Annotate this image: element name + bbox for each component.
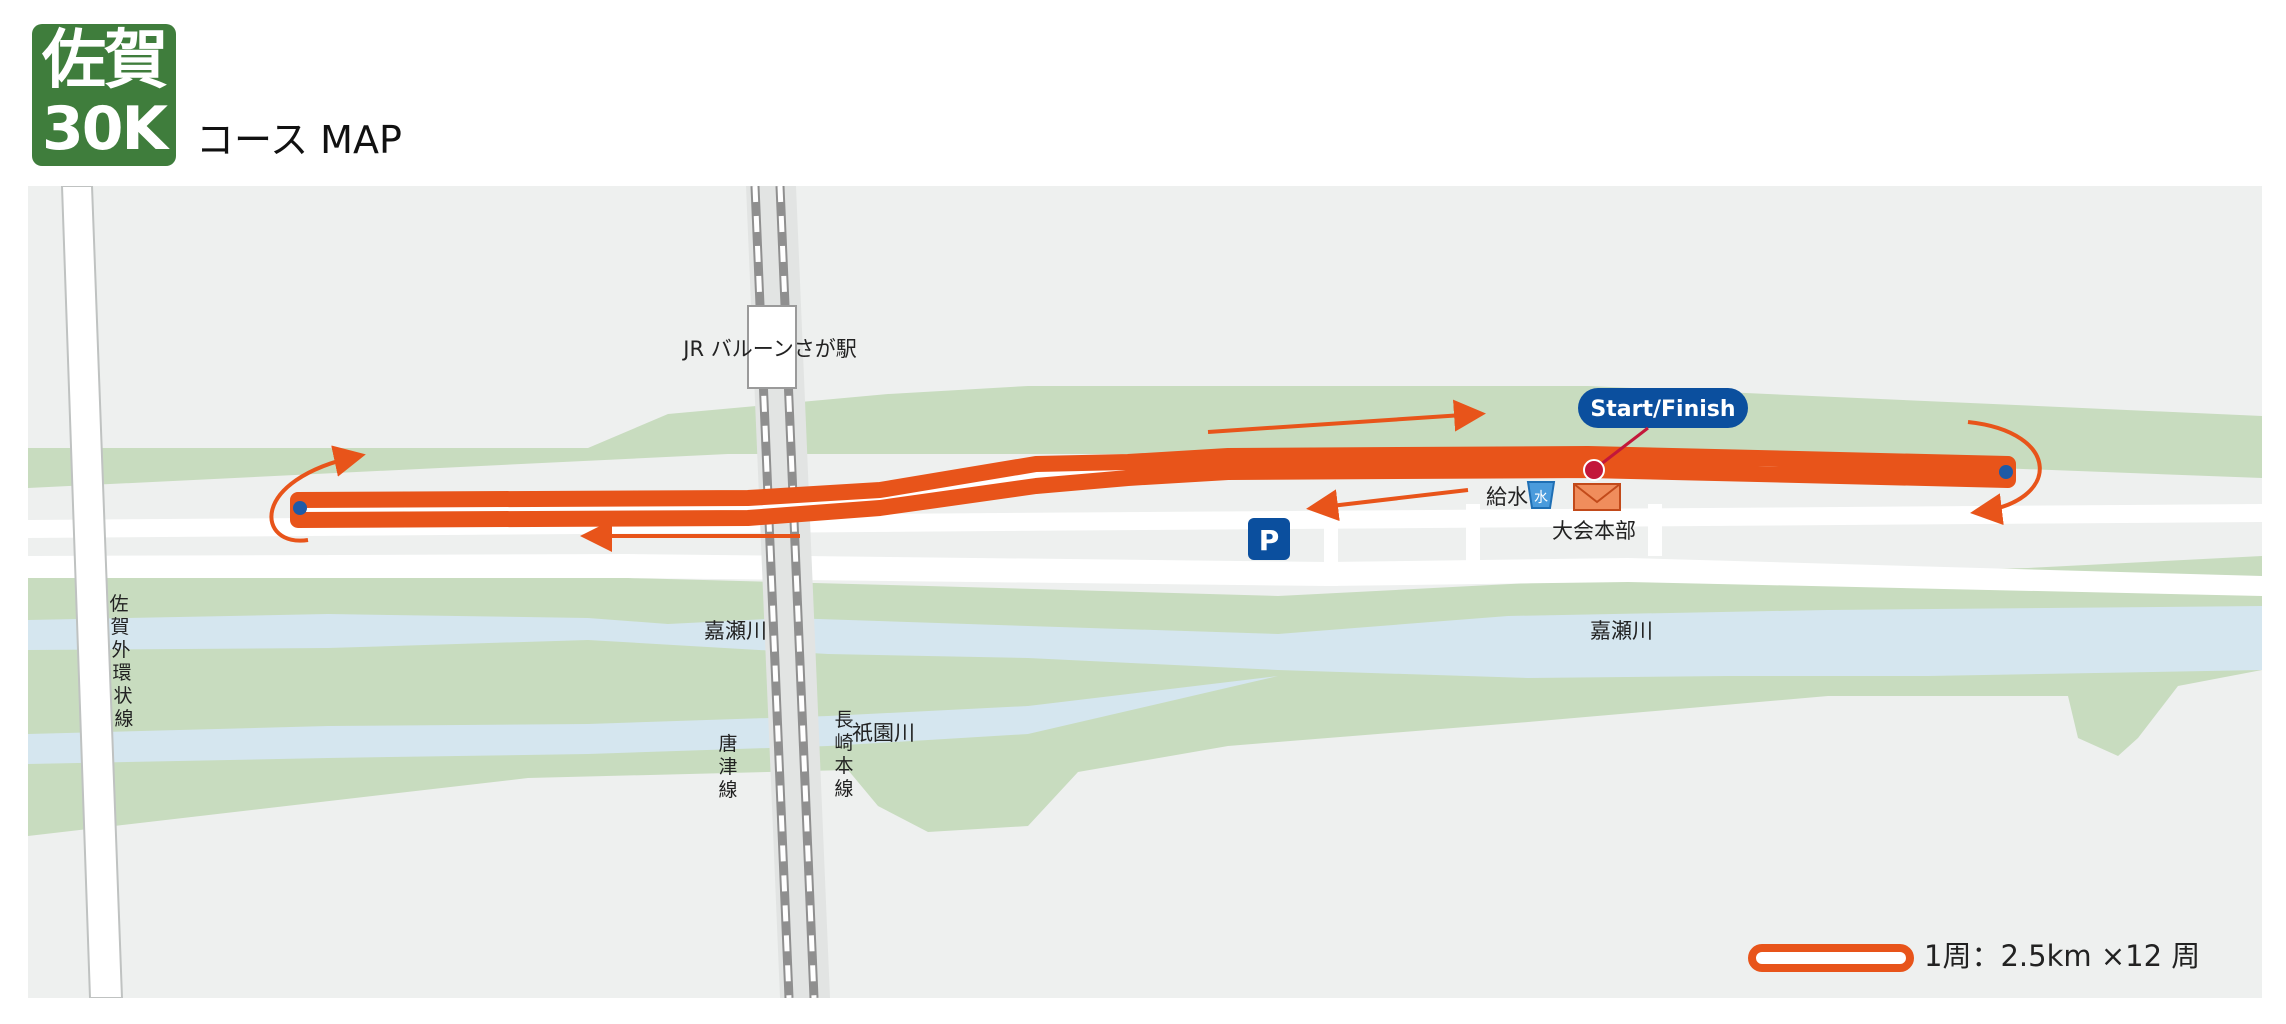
svg-text:長: 長 — [834, 709, 853, 731]
race-logo: 佐賀 30K — [32, 24, 176, 166]
water-station-icon: 水 — [1526, 481, 1556, 509]
start-finish: Start/Finish — [1578, 388, 1748, 481]
east-u-turn-arrow-icon — [1967, 420, 2042, 526]
nagasaki-line-label: 長 崎 本 線 — [834, 709, 853, 800]
svg-text:崎: 崎 — [834, 732, 853, 754]
logo-line-2: 30K — [42, 94, 168, 164]
svg-text:外: 外 — [111, 639, 130, 661]
kase-river — [28, 606, 2262, 678]
headquarters-label: 大会本部 — [1552, 519, 1636, 543]
outer-ring-road — [60, 186, 124, 998]
course-loop — [290, 446, 2016, 528]
karatsu-line-label: 唐 津 線 — [718, 733, 737, 801]
svg-text:状: 状 — [113, 685, 132, 707]
water-station-label: 給水 — [1486, 485, 1528, 509]
east-turn-point — [1999, 465, 2013, 479]
parking-icon: P — [1248, 518, 1290, 560]
start-marker-icon — [1583, 459, 1605, 481]
svg-text:環: 環 — [112, 662, 131, 684]
embankment-road — [28, 554, 2262, 596]
logo-line-1: 佐賀 — [42, 24, 168, 98]
gion-river — [28, 676, 1278, 764]
svg-text:唐: 唐 — [718, 733, 737, 755]
headquarters-tent-icon — [1573, 483, 1621, 511]
river-label-kase-right: 嘉瀬川 — [1590, 619, 1653, 643]
svg-text:佐: 佐 — [109, 593, 128, 615]
west-turn-point — [293, 501, 307, 515]
course-map: Start/Finish 水 給水 大会本部 P JR バルーンさが駅 嘉瀬川 … — [28, 186, 2262, 998]
side-road-2 — [1466, 504, 1480, 566]
water-icon-glyph: 水 — [1534, 490, 1548, 506]
svg-text:津: 津 — [718, 756, 737, 778]
legend-course-line — [1748, 944, 1914, 972]
page-title: コース MAP — [196, 118, 402, 162]
river-label-kase-left: 嘉瀬川 — [704, 619, 767, 643]
svg-text:線: 線 — [834, 778, 853, 800]
svg-text:賀: 賀 — [110, 616, 129, 638]
side-road-3 — [1648, 504, 1662, 556]
direction-arrow-icon-east — [1207, 399, 1486, 434]
start-finish-label: Start/Finish — [1590, 397, 1735, 422]
direction-arrow-icon-west-1 — [1306, 488, 1469, 522]
station-label: JR バルーンさが駅 — [681, 337, 856, 361]
railway — [746, 186, 830, 998]
outer-ring-road-label: 佐 賀 外 環 状 線 — [109, 593, 133, 730]
legend-text: 1周：2.5km ×12 周 — [1924, 939, 2201, 973]
side-road-1 — [1324, 508, 1338, 586]
svg-text:線: 線 — [114, 708, 133, 730]
svg-text:本: 本 — [834, 755, 853, 777]
river-label-gion: 祇園川 — [852, 721, 915, 745]
west-u-turn-arrow-icon — [269, 445, 366, 543]
parking-label: P — [1259, 524, 1280, 557]
svg-text:線: 線 — [718, 779, 737, 801]
start-finish-badge — [1578, 388, 1748, 428]
